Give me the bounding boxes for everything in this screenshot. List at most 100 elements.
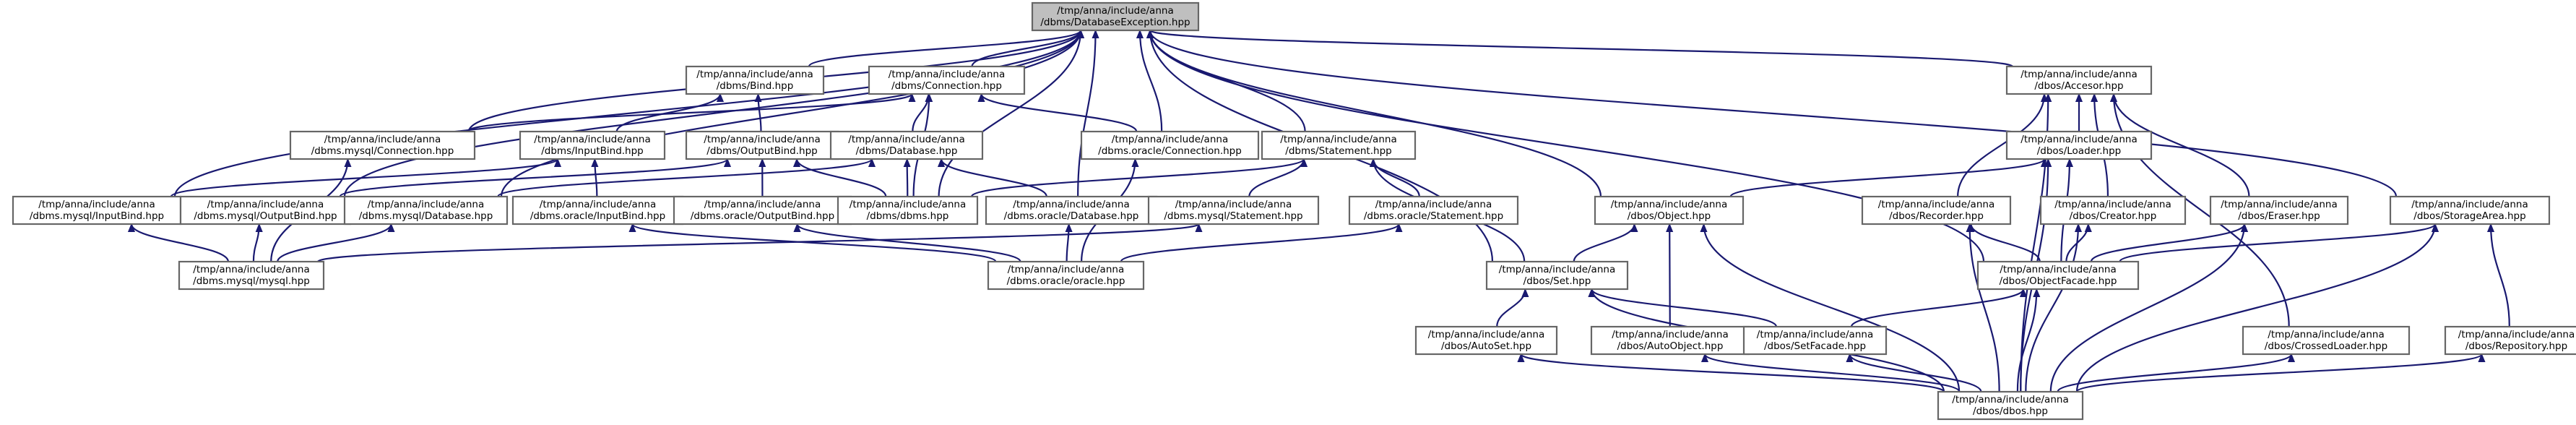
node-mysqlDatabase[interactable]: /tmp/anna/include/anna/dbms.mysql/Databa… [343,195,509,226]
node-path-line: /tmp/anna/include/anna [1280,134,1396,145]
edge [277,224,391,262]
node-dbex[interactable]: /tmp/anna/include/anna/dbms/DatabaseExce… [1031,1,1200,32]
node-box[interactable] [1590,325,1750,356]
node-box[interactable] [1861,195,2012,226]
node-box[interactable] [1937,390,2084,421]
node-repository[interactable]: /tmp/anna/include/anna/dbos/Repository.h… [2444,325,2576,356]
edge-mysqlMysql-to-mysqlDatabase [277,224,391,262]
node-box[interactable] [685,130,839,160]
edge [2049,224,2244,392]
node-box[interactable] [1976,260,2140,291]
edge-dbos-to-crossedLoader [2057,354,2291,392]
node-database[interactable]: /tmp/anna/include/anna/dbms/Database.hpp [829,130,984,160]
node-bind[interactable]: /tmp/anna/include/anna/dbms/Bind.hpp [685,65,825,95]
edge-object-to-dbex [1150,30,1602,197]
node-box[interactable] [2005,130,2153,160]
node-oracleOracle[interactable]: /tmp/anna/include/anna/dbms.oracle/oracl… [987,260,1145,291]
node-box[interactable] [1261,130,1417,160]
node-crossedLoader[interactable]: /tmp/anna/include/anna/dbos/CrossedLoade… [2242,325,2411,356]
node-box[interactable] [1031,1,1200,32]
node-mysqlMysql[interactable]: /tmp/anna/include/anna/dbms.mysql/mysql.… [178,260,325,291]
node-box[interactable] [2444,325,2576,356]
node-path-line: /tmp/anna/include/anna [2458,329,2575,340]
node-dbos[interactable]: /tmp/anna/include/anna/dbos/dbos.hpp [1937,390,2084,421]
node-path-line: /tmp/anna/include/anna [2020,134,2137,145]
node-box[interactable] [2005,65,2153,95]
node-path-line: /tmp/anna/include/anna [534,134,650,145]
node-box[interactable] [1080,130,1260,160]
node-outputBind[interactable]: /tmp/anna/include/anna/dbms/OutputBind.h… [685,130,839,160]
node-box[interactable] [2039,195,2187,226]
edge-dbos-to-eraser [2049,224,2244,392]
node-path-line: /tmp/anna/include/anna [1878,199,1994,210]
node-oracleConnection[interactable]: /tmp/anna/include/anna/dbms.oracle/Conne… [1080,130,1260,160]
node-file-line: /dbms.mysql/OutputBind.hpp [194,210,337,222]
node-path-line: /tmp/anna/include/anna [850,199,966,210]
node-mysqlOutputBind[interactable]: /tmp/anna/include/anna/dbms.mysql/Output… [179,195,352,226]
node-box[interactable] [343,195,509,226]
node-box[interactable] [868,65,1026,95]
node-object[interactable]: /tmp/anna/include/anna/dbos/Object.hpp [1594,195,1745,226]
node-box[interactable] [1147,195,1320,226]
node-file-line: /dbms/OutputBind.hpp [706,145,817,157]
edge [1496,289,1525,327]
edge-mysqlMysql-to-mysqlOutputBind [252,224,259,262]
node-file-line: /dbms.oracle/InputBind.hpp [530,210,665,222]
node-file-line: /dbms.oracle/Connection.hpp [1098,145,1242,157]
node-file-line: /dbos/Set.hpp [1523,275,1591,287]
node-path-line: /tmp/anna/include/anna [1175,199,1292,210]
node-box[interactable] [1348,195,1519,226]
node-mysqlConnection[interactable]: /tmp/anna/include/anna/dbms.mysql/Connec… [289,130,476,160]
node-creator[interactable]: /tmp/anna/include/anna/dbos/Creator.hpp [2039,195,2187,226]
node-objectFacade[interactable]: /tmp/anna/include/anna/dbos/ObjectFacade… [1976,260,2140,291]
node-recorder[interactable]: /tmp/anna/include/anna/dbos/Recorder.hpp [1861,195,2012,226]
node-box[interactable] [1594,195,1745,226]
node-accesor[interactable]: /tmp/anna/include/anna/dbos/Accesor.hpp [2005,65,2153,95]
edge [2025,224,2078,392]
node-box[interactable] [289,130,476,160]
edge-dbos-to-autoSet [1521,354,1945,393]
node-dbms[interactable]: /tmp/anna/include/anna/dbms/dbms.hpp [837,195,979,226]
node-box[interactable] [2242,325,2411,356]
node-eraser[interactable]: /tmp/anna/include/anna/dbos/Eraser.hpp [2209,195,2349,226]
node-box[interactable] [511,195,684,226]
node-box[interactable] [2389,195,2551,226]
node-file-line: /dbms/InputBind.hpp [541,145,644,157]
node-mysqlStatement[interactable]: /tmp/anna/include/anna/dbms.mysql/Statem… [1147,195,1320,226]
edge-object-to-loader [1729,159,2044,198]
node-box[interactable] [1485,260,1629,291]
edge [1729,159,2044,198]
edge-setFacade-to-set [1592,289,1778,327]
node-mysqlInputBind[interactable]: /tmp/anna/include/anna/dbms.mysql/InputB… [12,195,182,226]
edge [2057,354,2291,392]
edge-dbos-to-recorder [1970,224,2000,392]
node-loader[interactable]: /tmp/anna/include/anna/dbos/Loader.hpp [2005,130,2153,160]
node-oracleStatement[interactable]: /tmp/anna/include/anna/dbms.oracle/State… [1348,195,1519,226]
node-set[interactable]: /tmp/anna/include/anna/dbos/Set.hpp [1485,260,1629,291]
node-box[interactable] [519,130,666,160]
node-box[interactable] [987,260,1145,291]
node-statement[interactable]: /tmp/anna/include/anna/dbms/Statement.hp… [1261,130,1417,160]
edge-dbos-to-object [1704,224,1961,392]
node-inputBind[interactable]: /tmp/anna/include/anna/dbms/InputBind.hp… [519,130,666,160]
node-box[interactable] [837,195,979,226]
node-autoObject[interactable]: /tmp/anna/include/anna/dbos/AutoObject.h… [1590,325,1750,356]
node-oracleOutputBind[interactable]: /tmp/anna/include/anna/dbms.oracle/Outpu… [673,195,852,226]
node-oracleInputBind[interactable]: /tmp/anna/include/anna/dbms.oracle/Input… [511,195,684,226]
node-box[interactable] [985,195,1158,226]
node-autoSet[interactable]: /tmp/anna/include/anna/dbos/AutoSet.hpp [1414,325,1558,356]
node-setFacade[interactable]: /tmp/anna/include/anna/dbos/SetFacade.hp… [1742,325,1888,356]
node-file-line: /dbos/CrossedLoader.hpp [2265,340,2387,352]
node-box[interactable] [685,65,825,95]
node-oracleDatabase[interactable]: /tmp/anna/include/anna/dbms.oracle/Datab… [985,195,1158,226]
node-box[interactable] [829,130,984,160]
node-connection[interactable]: /tmp/anna/include/anna/dbms/Connection.h… [868,65,1026,95]
node-storageArea[interactable]: /tmp/anna/include/anna/dbos/StorageArea.… [2389,195,2551,226]
node-box[interactable] [1742,325,1888,356]
node-box[interactable] [12,195,182,226]
node-box[interactable] [178,260,325,291]
node-box[interactable] [1414,325,1558,356]
edge-outputBind-to-bind [758,94,761,132]
node-file-line: /dbms/Database.hpp [856,145,958,157]
node-box[interactable] [2209,195,2349,226]
